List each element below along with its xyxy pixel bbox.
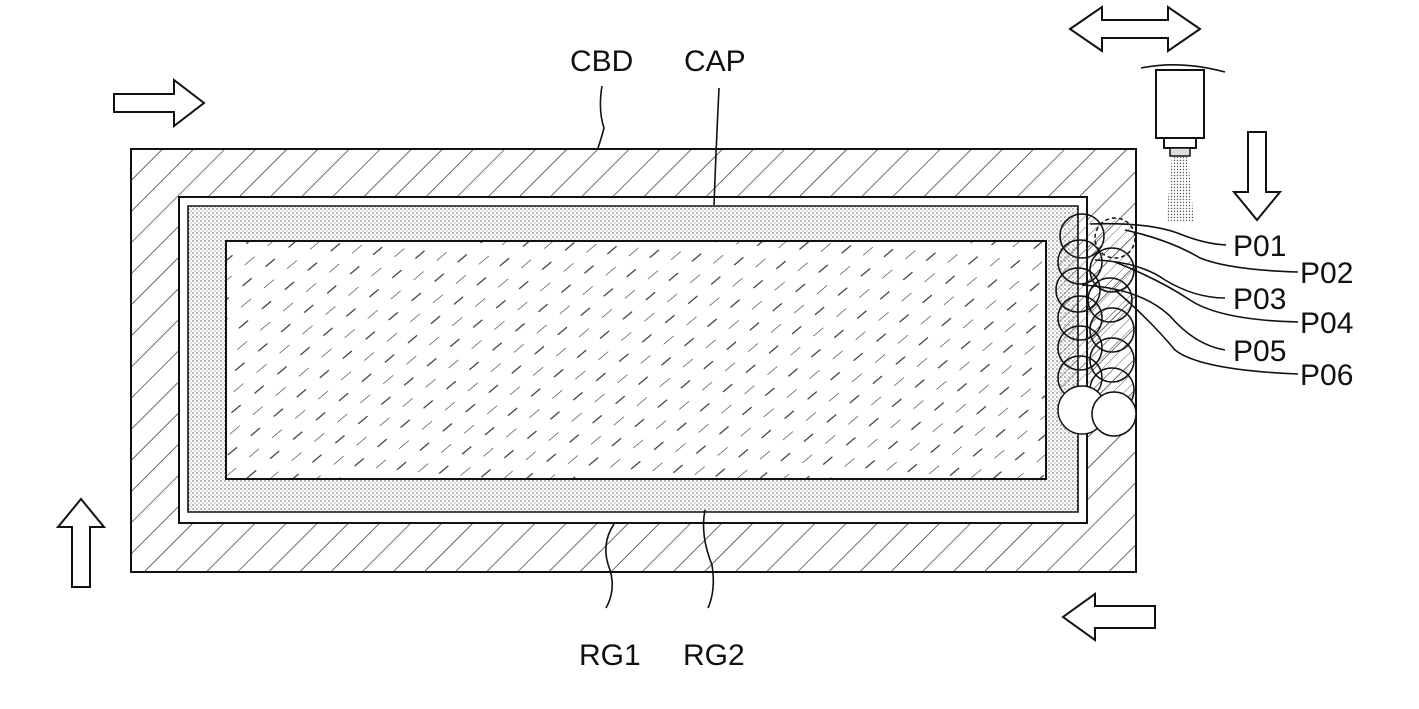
- label-p06: P06: [1300, 359, 1353, 392]
- label-cbd: CBD: [570, 45, 633, 78]
- double-arrow-horizontal-icon: [1070, 7, 1200, 51]
- label-p05: P05: [1233, 335, 1286, 368]
- arrow-up-icon: [58, 499, 104, 587]
- label-p01: P01: [1233, 230, 1286, 263]
- bead-stack: [1056, 214, 1136, 436]
- label-rg1: RG1: [579, 639, 641, 672]
- nozzle-icon: [1141, 65, 1225, 222]
- label-cap: CAP: [684, 45, 746, 78]
- arrow-right-icon: [114, 80, 204, 126]
- label-p04: P04: [1300, 307, 1353, 340]
- label-p02: P02: [1300, 257, 1353, 290]
- arrow-left-icon: [1063, 594, 1155, 640]
- label-p03: P03: [1233, 283, 1286, 316]
- label-rg2: RG2: [683, 639, 745, 672]
- inner-panel: [226, 241, 1046, 479]
- arrow-down-icon: [1234, 132, 1280, 220]
